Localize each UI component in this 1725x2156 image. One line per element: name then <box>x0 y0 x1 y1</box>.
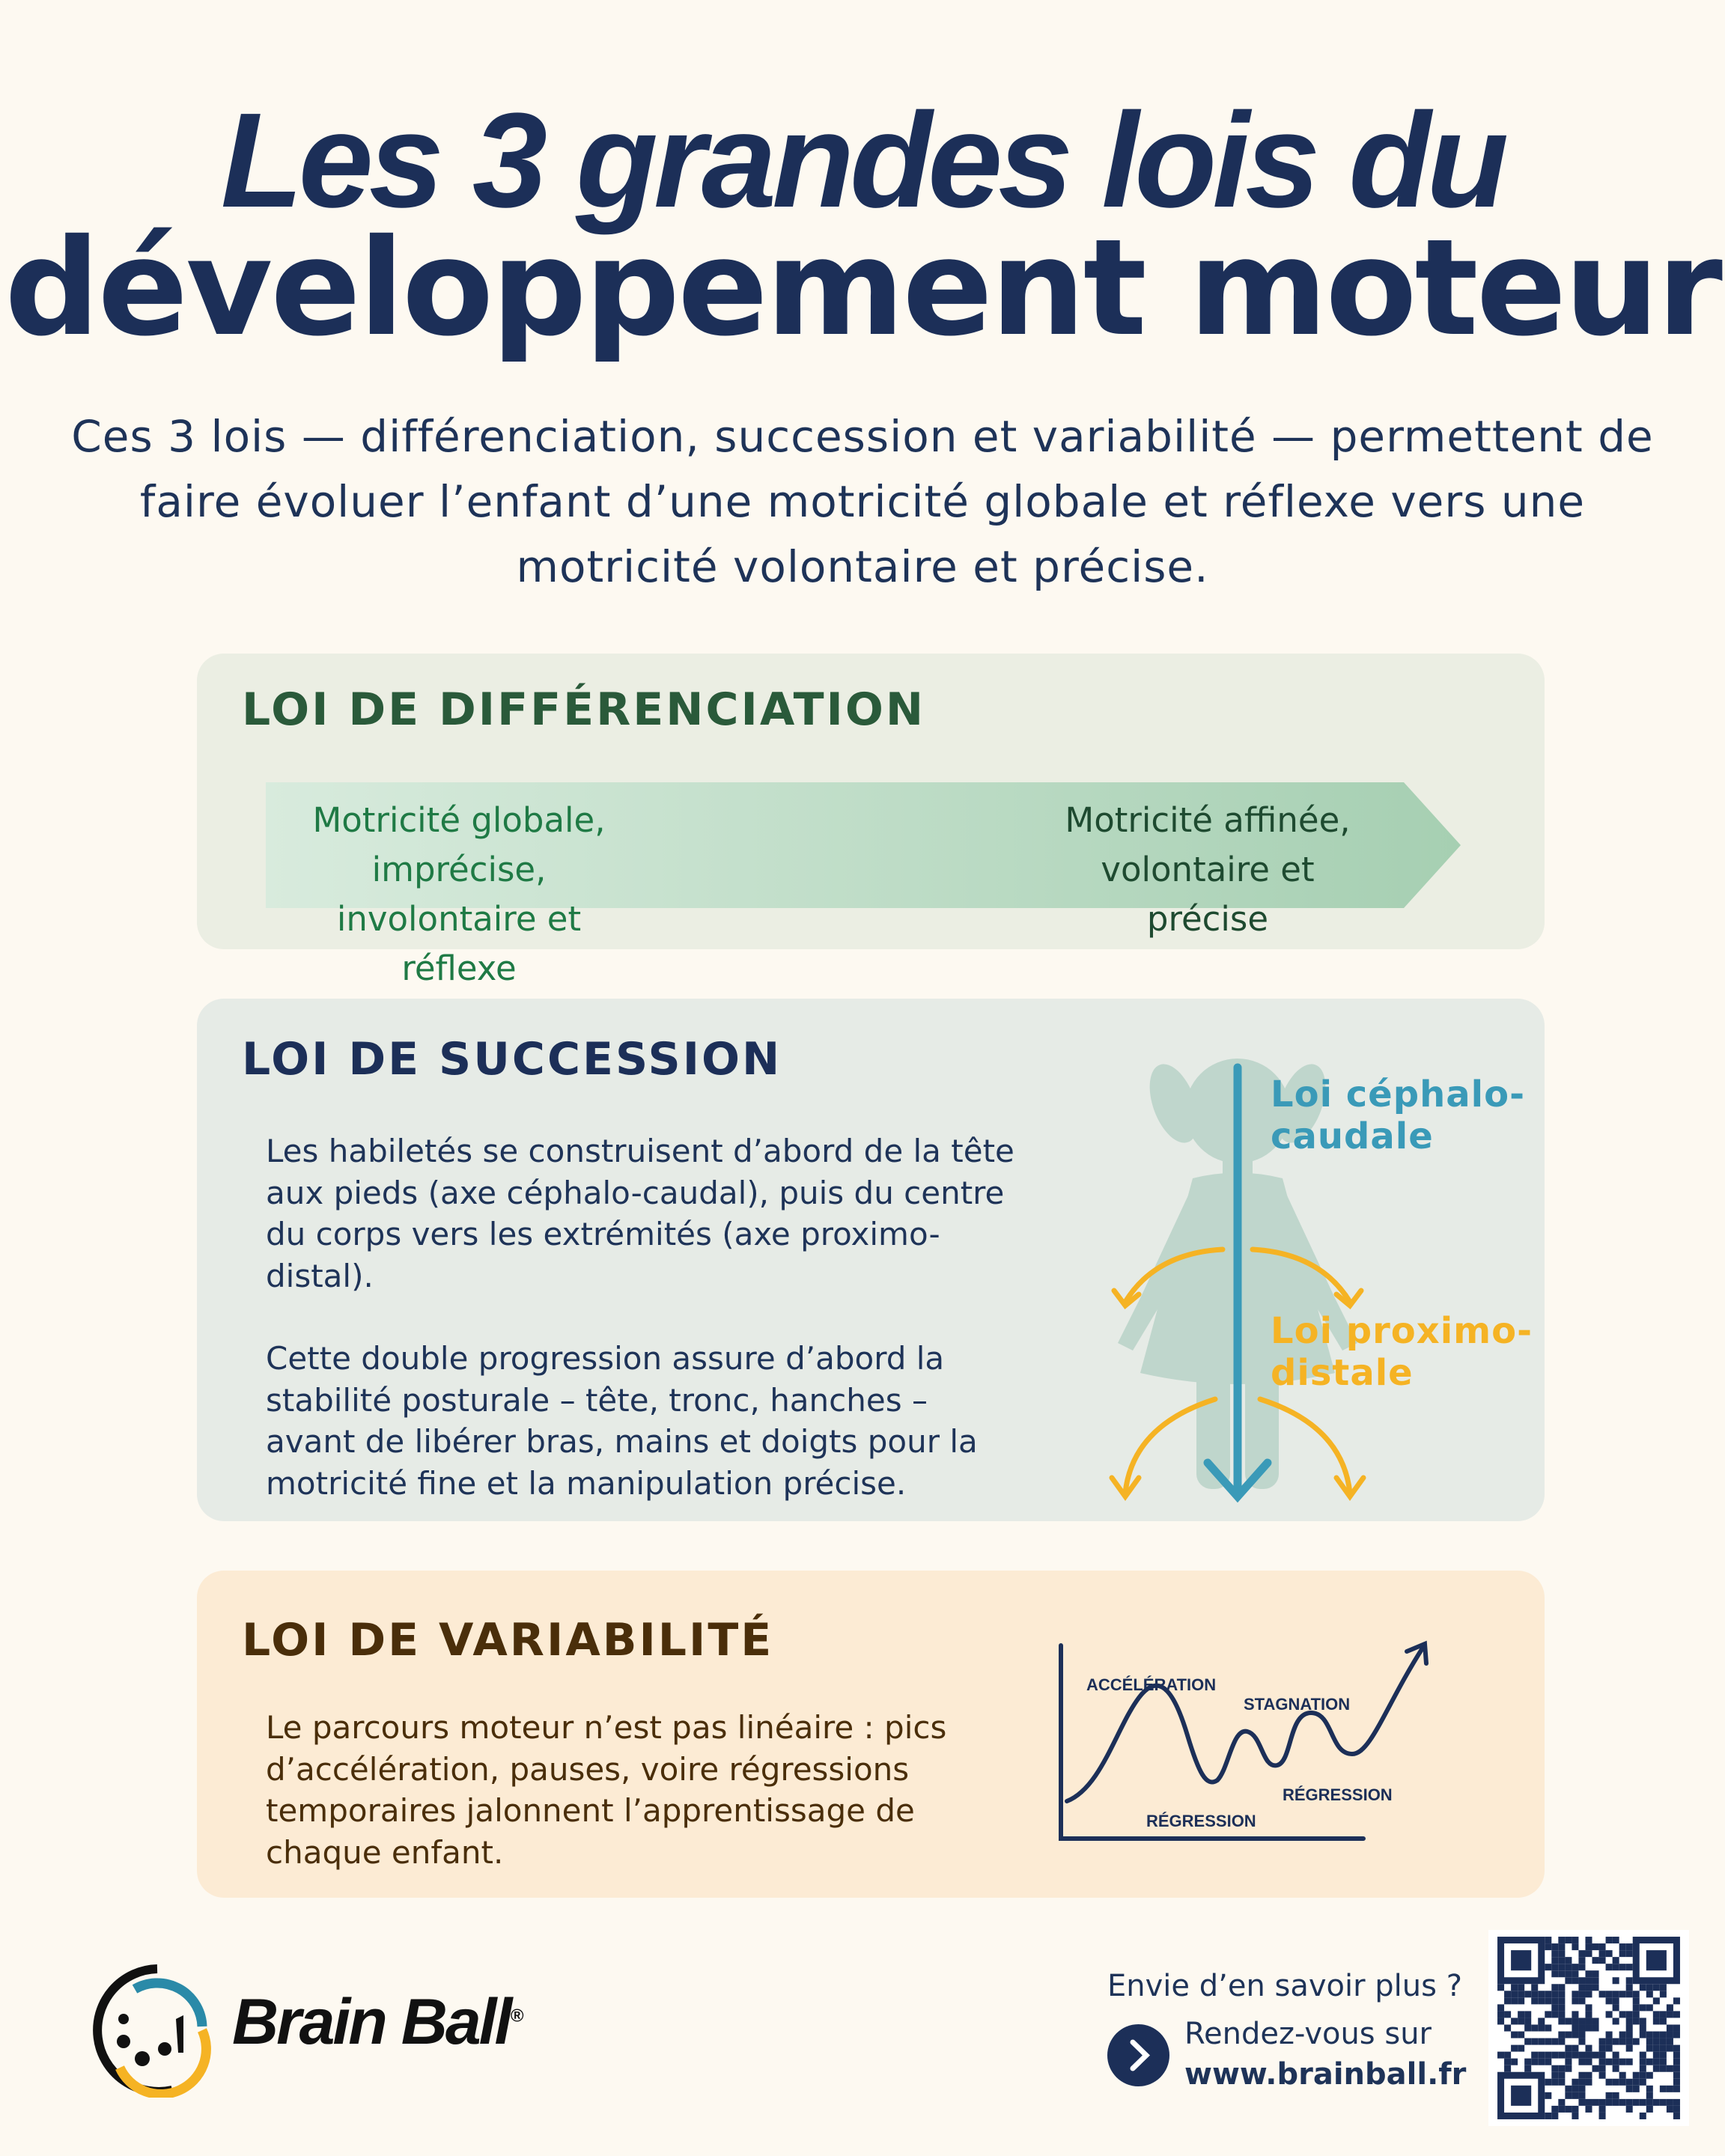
page-subtitle: Ces 3 lois — différenciation, succession… <box>71 411 1654 592</box>
label-acceleration: ACCÉLÉRATION <box>1086 1675 1216 1694</box>
label-line: caudale <box>1271 1115 1434 1157</box>
variabilite-text: Le parcours moteur n’est pas linéaire : … <box>266 1709 947 1871</box>
card-heading: LOI DE SUCCESSION <box>242 1033 782 1085</box>
end-label-line1: Motricité affinée, <box>1065 800 1351 840</box>
cephalo-caudal-label: Loi céphalo- caudale <box>1271 1074 1525 1157</box>
proximo-distal-label: Loi proximo- distale <box>1271 1310 1533 1394</box>
label-line: distale <box>1271 1352 1414 1394</box>
go-button[interactable] <box>1107 2024 1169 2086</box>
page-title-line1: Les 3 grandes lois du <box>220 85 1509 236</box>
card-heading: LOI DE DIFFÉRENCIATION <box>242 683 926 736</box>
label-line: Loi proximo- <box>1271 1310 1533 1352</box>
card-heading: LOI DE VARIABILITÉ <box>242 1614 774 1666</box>
paragraph: Cette double progression assure d’abord … <box>266 1340 978 1502</box>
progression-arrow <box>266 782 1461 908</box>
cta-text: Rendez-vous sur <box>1184 2017 1432 2051</box>
registered-mark: ® <box>510 2006 523 2026</box>
page-title-line2: développement moteur <box>4 210 1723 365</box>
brain-ball-logo-icon <box>93 1964 211 2098</box>
qr-code-icon[interactable] <box>1488 1930 1689 2126</box>
arrow-head-icon <box>1405 1640 1429 1666</box>
card-differenciation: LOI DE DIFFÉRENCIATION Motricité globale… <box>197 654 1545 988</box>
card-variabilite: LOI DE VARIABILITÉ Le parcours moteur n’… <box>197 1571 1545 1898</box>
chevron-right-icon <box>1130 2039 1151 2071</box>
proximo-distal-arrows-icon <box>1109 1246 1366 1501</box>
succession-text: Les habiletés se construisent d’abord de… <box>266 1130 1014 1545</box>
start-label-line1: Motricité globale, imprécise, <box>312 800 606 889</box>
label-stagnation: STAGNATION <box>1244 1695 1350 1714</box>
cephalo-caudal-arrow-icon <box>1203 1063 1272 1503</box>
footer-prompt: Envie d’en savoir plus ? <box>1107 1969 1462 2003</box>
axes <box>1059 1643 1366 1841</box>
start-label: Motricité globale, imprécise, involontai… <box>279 796 639 993</box>
website-link[interactable]: www.brainball.fr <box>1184 2057 1467 2092</box>
child-silhouette-diagram <box>1109 1059 1366 1503</box>
variability-curve <box>1065 1645 1426 1803</box>
footer-cta: Rendez-vous sur www.brainball.fr <box>1184 2014 1466 2095</box>
label-regression: RÉGRESSION <box>1283 1785 1393 1804</box>
label-regression: RÉGRESSION <box>1146 1812 1256 1830</box>
start-label-line2: involontaire et réflexe <box>336 899 582 988</box>
end-label-line2: volontaire et précise <box>1101 850 1315 939</box>
brand-name: Brain Ball® <box>232 1985 523 2059</box>
brand-text: Brain Ball <box>232 1986 512 2058</box>
paragraph: Les habiletés se construisent d’abord de… <box>266 1133 1014 1294</box>
variability-curve-diagram: ACCÉLÉRATION RÉGRESSION STAGNATION RÉGRE… <box>1059 1640 1429 1841</box>
label-line: Loi céphalo- <box>1271 1074 1526 1115</box>
card-succession: LOI DE SUCCESSION Les habiletés se const… <box>197 999 1545 1521</box>
end-label: Motricité affinée, volontaire et précise <box>1035 796 1380 944</box>
